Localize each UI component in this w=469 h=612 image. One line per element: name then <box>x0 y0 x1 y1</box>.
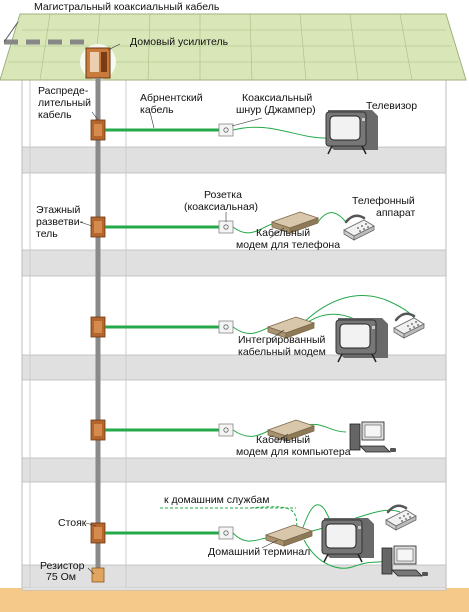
phone-modem-label-2: модем для телефона <box>236 239 340 251</box>
home-services-line <box>160 506 298 537</box>
dist-cable-label-1: Распреде- <box>38 85 89 97</box>
ground <box>0 588 469 612</box>
main-coax-label: Магистральный коаксиальный кабель <box>34 1 220 13</box>
floor-slabs <box>21 146 447 589</box>
splitter-floor-3 <box>90 316 106 338</box>
home-terminal-label: Домашний терминал <box>208 546 310 558</box>
outlet-floor-1 <box>218 526 234 540</box>
riser-label: Стояк <box>58 517 87 529</box>
main-coax-leader <box>3 21 19 43</box>
floor-splitter-label-2: разветви- <box>36 216 84 228</box>
splitter-floor-4 <box>90 216 106 238</box>
dist-cable-label-3: кабель <box>38 109 72 121</box>
resistor <box>91 567 105 583</box>
integrated-modem-label-1: Интегрированный <box>238 334 326 346</box>
phone-label-1: Телефонный <box>352 195 415 207</box>
outlet-floor-3 <box>218 320 234 334</box>
home-services-label: к домашним службам <box>164 494 269 506</box>
resistor-label-2: 75 Ом <box>46 571 76 583</box>
roof <box>0 13 467 81</box>
integrated-modem-label-2: кабельный модем <box>238 346 326 358</box>
subscriber-cable-label-2: кабель <box>140 104 174 116</box>
outlet-floor-4 <box>218 220 234 234</box>
pc-modem-label-2: модем для компьютера <box>236 446 351 458</box>
house-amplifier <box>80 44 116 80</box>
pc-modem-label-1: Кабельный <box>256 434 310 446</box>
floor-splitter-label-1: Этажный <box>36 204 80 216</box>
phone-label-2: аппарат <box>376 207 415 219</box>
jumper-label-2: шнур (Джампер) <box>236 104 316 116</box>
outlet-floor-5 <box>218 123 234 137</box>
outlet-label-1: Розетка <box>204 189 242 201</box>
jumper-label-1: Коаксиальный <box>242 92 312 104</box>
dist-cable-label-2: лительный <box>38 97 91 109</box>
outlet-label-2: (коаксиальная) <box>184 201 258 213</box>
house-amp-label: Домовый усилитель <box>130 36 229 48</box>
tv-floor-1 <box>321 517 375 563</box>
resistor-label-1: Резистор <box>40 560 85 572</box>
subscriber-cable-label-1: Абрнентский <box>140 92 203 104</box>
splitter-floor-1 <box>90 522 106 544</box>
floor-splitter-label-3: тель <box>36 228 58 240</box>
splitter-floor-2 <box>90 419 106 441</box>
outlet-floor-2 <box>218 423 234 437</box>
tv-floor-5 <box>325 109 379 155</box>
phone-modem-label-1: Кабельный <box>256 227 310 239</box>
subscriber-cables <box>105 128 220 535</box>
tv-label: Телевизор <box>366 100 417 112</box>
leader-lines <box>79 43 289 575</box>
splitter-floor-5 <box>90 119 106 141</box>
tv-floor-3 <box>335 317 389 363</box>
